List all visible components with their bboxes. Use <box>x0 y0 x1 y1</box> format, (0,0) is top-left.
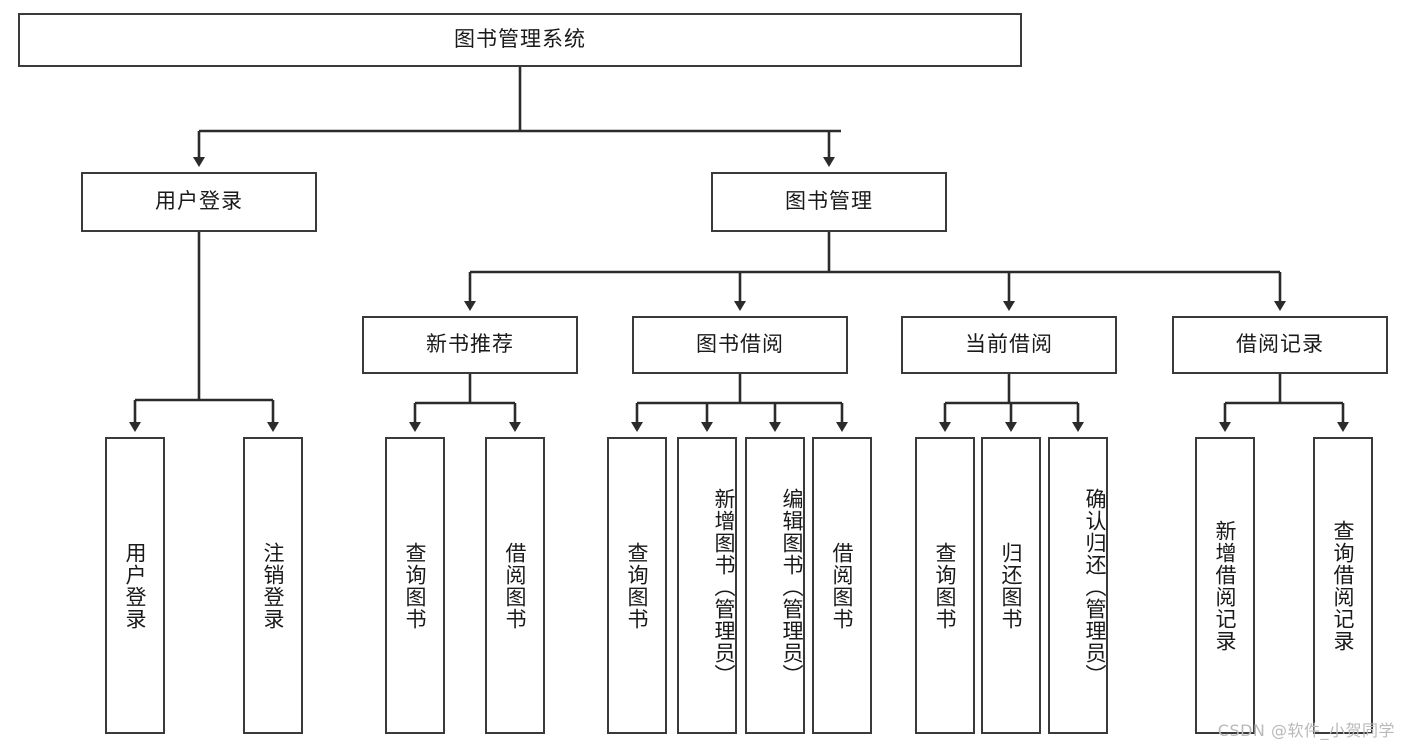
leaf-current-confirm-return-admin[interactable]: 确认归还（管理员） <box>1048 437 1108 734</box>
node-label: 确认归还（管理员） <box>1083 487 1107 686</box>
leaf-user-login-login[interactable]: 用户登录 <box>105 437 165 734</box>
leaf-recommend-borrow-book[interactable]: 借阅图书 <box>485 437 545 734</box>
node-user-login[interactable]: 用户登录 <box>81 172 317 232</box>
node-label: 新书推荐 <box>426 332 514 357</box>
node-label: 查询借阅记录 <box>1331 519 1356 652</box>
node-label: 归还图书 <box>999 541 1024 630</box>
leaf-borrow-edit-book-admin[interactable]: 编辑图书（管理员） <box>745 437 805 734</box>
node-new-book-recommend[interactable]: 新书推荐 <box>362 316 578 374</box>
node-label: 图书管理系统 <box>454 27 586 52</box>
leaf-current-query-book[interactable]: 查询图书 <box>915 437 975 734</box>
node-label: 查询图书 <box>625 541 650 630</box>
node-label: 用户登录 <box>155 189 243 214</box>
node-label: 图书管理 <box>785 189 873 214</box>
node-label: 新增图书（管理员） <box>712 487 736 686</box>
node-current-borrow[interactable]: 当前借阅 <box>901 316 1117 374</box>
node-label: 编辑图书（管理员） <box>780 487 804 686</box>
leaf-recommend-query-book[interactable]: 查询图书 <box>385 437 445 734</box>
node-label: 图书借阅 <box>696 332 784 357</box>
node-borrow-record[interactable]: 借阅记录 <box>1172 316 1388 374</box>
node-label: 查询图书 <box>403 541 428 630</box>
node-label: 用户登录 <box>123 541 148 630</box>
leaf-current-return-book[interactable]: 归还图书 <box>981 437 1041 734</box>
watermark-text: CSDN @软件_小贺同学 <box>1217 721 1395 740</box>
node-root-system[interactable]: 图书管理系统 <box>18 13 1022 67</box>
node-book-borrow[interactable]: 图书借阅 <box>632 316 848 374</box>
leaf-borrow-query-book[interactable]: 查询图书 <box>607 437 667 734</box>
leaf-borrow-add-book-admin[interactable]: 新增图书（管理员） <box>677 437 737 734</box>
node-label: 新增借阅记录 <box>1213 519 1238 652</box>
leaf-borrow-borrow-book[interactable]: 借阅图书 <box>812 437 872 734</box>
node-book-management[interactable]: 图书管理 <box>711 172 947 232</box>
node-label: 注销登录 <box>261 541 286 630</box>
node-label: 借阅记录 <box>1236 332 1324 357</box>
leaf-record-query-record[interactable]: 查询借阅记录 <box>1313 437 1373 734</box>
node-label: 查询图书 <box>933 541 958 630</box>
leaf-user-login-logout[interactable]: 注销登录 <box>243 437 303 734</box>
leaf-record-add-record[interactable]: 新增借阅记录 <box>1195 437 1255 734</box>
node-label: 借阅图书 <box>503 541 528 630</box>
node-label: 借阅图书 <box>830 541 855 630</box>
node-label: 当前借阅 <box>965 332 1053 357</box>
